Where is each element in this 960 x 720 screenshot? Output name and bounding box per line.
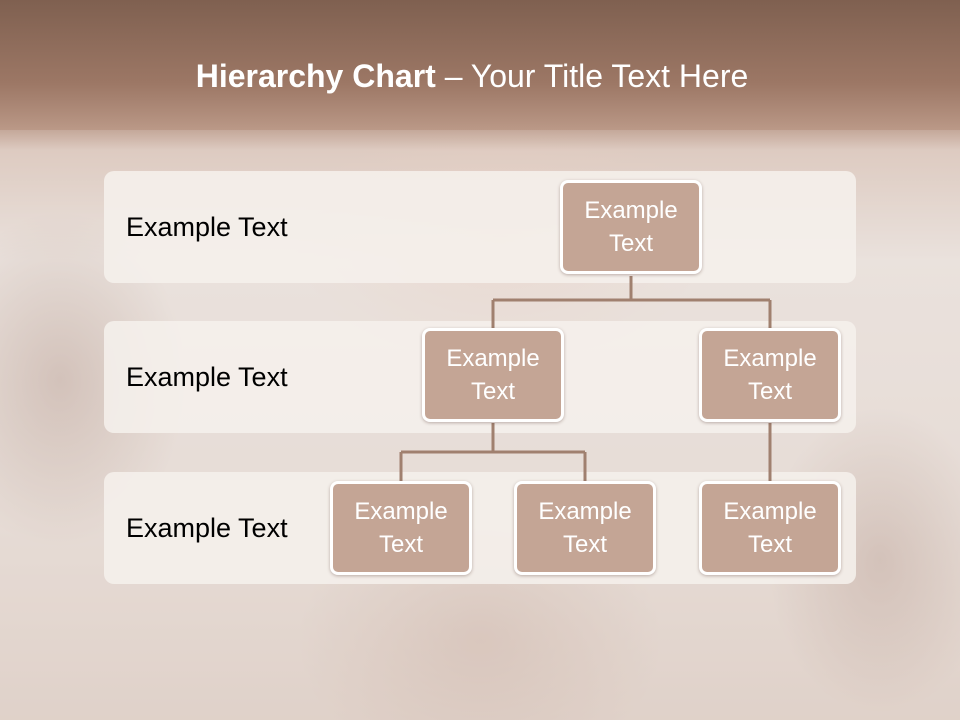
node-root[interactable]: Example Text	[560, 180, 702, 274]
node-level2-right[interactable]: Example Text	[699, 328, 841, 422]
node-level2-left-label: Example Text	[446, 345, 540, 405]
node-level3-a[interactable]: Example Text	[330, 481, 472, 575]
level-band-1: Example Text	[104, 171, 856, 283]
title-band	[0, 0, 960, 150]
node-level2-left[interactable]: Example Text	[422, 328, 564, 422]
title-bold: Hierarchy Chart	[195, 58, 436, 94]
node-level3-b[interactable]: Example Text	[514, 481, 656, 575]
level-label-3: Example Text	[126, 513, 288, 543]
node-level3-b-label: Example Text	[538, 498, 632, 558]
level-label-1: Example Text	[126, 212, 288, 242]
level-label-2: Example Text	[126, 362, 288, 392]
slide-title: Hierarchy Chart – Your Title Text Here	[0, 56, 944, 96]
node-level3-a-label: Example Text	[354, 498, 448, 558]
title-rest: – Your Title Text Here	[435, 58, 749, 94]
node-level3-c[interactable]: Example Text	[699, 481, 841, 575]
node-root-label: Example Text	[584, 197, 678, 257]
node-level2-right-label: Example Text	[723, 345, 817, 405]
node-level3-c-label: Example Text	[723, 498, 817, 558]
